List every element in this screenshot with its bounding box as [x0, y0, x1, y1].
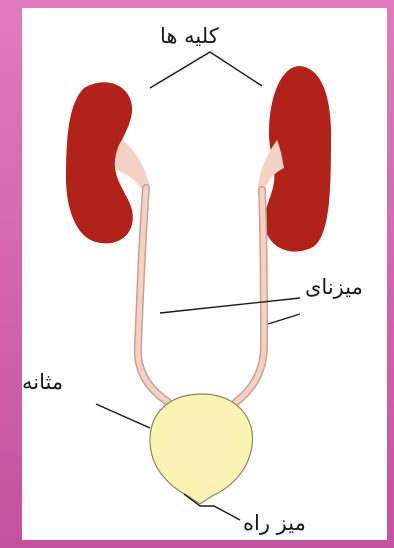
bladder-label: مثانه	[22, 372, 63, 393]
bladder	[150, 394, 253, 504]
bladder-pointer	[96, 404, 150, 428]
ureter-pointer-right	[268, 314, 300, 324]
ureters-label: میزنای	[305, 277, 363, 298]
ureter-left-fill	[138, 188, 168, 402]
ureter-pointer-left	[160, 298, 300, 313]
urethra-label: میز راه	[243, 513, 306, 534]
ureters	[115, 140, 284, 402]
kidney-pointer	[150, 52, 262, 88]
kidneys-label: کلیه ها	[160, 26, 219, 47]
kidneys	[66, 66, 331, 252]
